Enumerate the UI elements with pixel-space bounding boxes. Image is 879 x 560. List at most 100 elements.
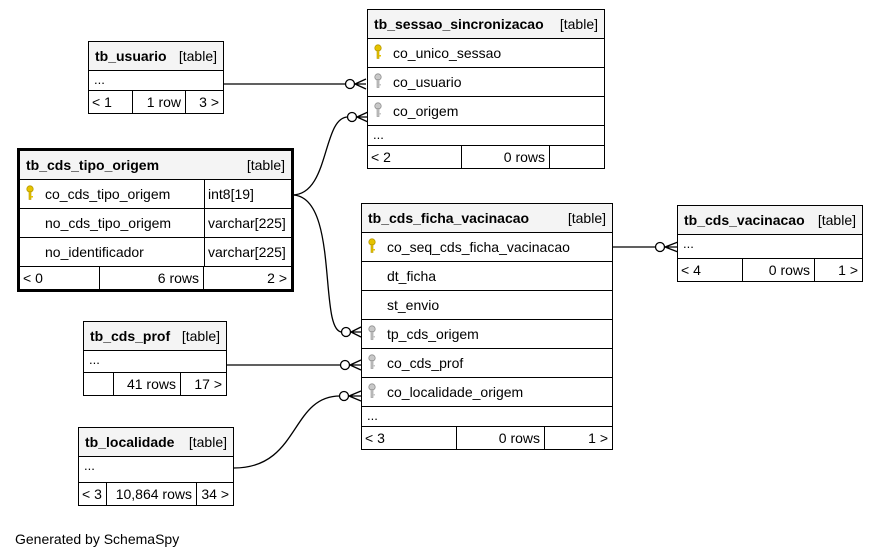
table-kind: [table] (188, 434, 227, 450)
parents-count: < 3 (79, 483, 107, 505)
parents-count: < 0 (20, 267, 100, 289)
rel-localidade-ficha (233, 395, 341, 469)
more-columns: ... (89, 71, 223, 91)
crowfoot-circle (340, 326, 352, 338)
crowfoot-marker (354, 78, 367, 90)
table-footer: < 3 10,864 rows 34 > (79, 483, 233, 505)
children-count: 2 > (267, 270, 287, 286)
generated-by-note: Generated by SchemaSpy (15, 531, 180, 547)
rel-tipo-sessao (291, 116, 349, 196)
crowfoot-circle (654, 241, 666, 253)
table-header: tb_localidade [table] (79, 428, 233, 457)
children-count: 17 > (194, 376, 222, 392)
key-gray-icon (367, 353, 387, 373)
more-columns: ... (678, 235, 862, 259)
row-count: 0 rows (743, 259, 815, 281)
row-count: 0 rows (457, 427, 545, 449)
parents-count: < 3 (362, 427, 457, 449)
table-kind: [table] (817, 212, 856, 228)
parents-count: < 4 (678, 259, 743, 281)
key-gray-icon (367, 324, 387, 344)
column-row: co_cds_tipo_origem int8[19] (20, 180, 291, 209)
column-type: int8[19] (204, 180, 291, 208)
rel-tipo-ficha (291, 194, 343, 333)
table-kind: [table] (567, 210, 606, 226)
children-count (550, 146, 604, 168)
table-kind: [table] (178, 48, 217, 64)
table-name: tb_localidade (85, 434, 175, 450)
table-kind: [table] (559, 16, 598, 32)
table-footer: < 3 0 rows 1 > (362, 427, 612, 449)
parents-count (84, 373, 114, 395)
table-name: tb_cds_prof (90, 328, 171, 344)
table-footer: < 1 1 row 3 > (89, 91, 223, 113)
column-row: tp_cds_origem (362, 320, 612, 349)
column-name: co_seq_cds_ficha_vacinacao (387, 239, 570, 255)
column-name: co_localidade_origem (387, 384, 524, 400)
row-count: 6 rows (100, 267, 204, 289)
row-count: 0 rows (462, 146, 550, 168)
column-name: co_cds_tipo_origem (45, 186, 171, 202)
crowfoot-circle (346, 111, 358, 123)
column-name: co_unico_sessao (393, 45, 502, 61)
children-count: 34 > (201, 486, 229, 502)
table-tb-cds-ficha-vacinacao[interactable]: tb_cds_ficha_vacinacao [table] co_seq_cd… (361, 203, 613, 450)
parents-count: < 1 (89, 91, 133, 113)
table-name: tb_cds_tipo_origem (26, 157, 160, 173)
crowfoot-marker (349, 359, 362, 371)
table-kind: [table] (181, 328, 220, 344)
key-gray-icon (373, 101, 393, 121)
crowfoot-marker (348, 390, 362, 402)
key-gold-icon (373, 43, 393, 63)
table-header: tb_sessao_sincronizacao [table] (368, 10, 604, 39)
column-name: no_cds_tipo_origem (45, 215, 172, 231)
table-tb-cds-tipo-origem[interactable]: tb_cds_tipo_origem [table] co_cds_tipo_o… (17, 148, 294, 292)
key-gold-icon (25, 184, 45, 204)
column-row: dt_ficha (362, 262, 612, 291)
crowfoot-marker (356, 111, 369, 123)
column-row: co_origem (368, 97, 604, 126)
row-count: 1 row (133, 91, 186, 113)
column-row: co_usuario (368, 68, 604, 97)
crowfoot-marker (664, 241, 679, 253)
table-footer: 41 rows 17 > (84, 373, 226, 395)
table-footer: < 0 6 rows 2 > (20, 267, 291, 289)
table-kind: [table] (246, 157, 285, 173)
column-name: co_usuario (393, 74, 462, 90)
table-name: tb_cds_vacinacao (684, 212, 805, 228)
column-row: co_localidade_origem (362, 378, 612, 407)
column-name: st_envio (387, 297, 440, 313)
column-type: varchar[225] (204, 238, 291, 266)
crowfoot-circle (338, 390, 350, 402)
column-name: dt_ficha (387, 268, 437, 284)
table-tb-sessao-sincronizacao[interactable]: tb_sessao_sincronizacao [table] co_unico… (367, 9, 605, 169)
table-header: tb_cds_ficha_vacinacao [table] (362, 204, 612, 233)
table-tb-cds-prof[interactable]: tb_cds_prof [table] ... 41 rows 17 > (83, 321, 227, 396)
row-count: 41 rows (114, 373, 181, 395)
column-name: no_identificador (45, 244, 144, 260)
column-row: co_cds_prof (362, 349, 612, 378)
key-gray-icon (373, 72, 393, 92)
parents-count: < 2 (368, 146, 462, 168)
table-footer: < 4 0 rows 1 > (678, 259, 862, 281)
children-count: 1 > (588, 430, 608, 446)
column-name: co_origem (393, 103, 459, 119)
more-columns: ... (362, 407, 612, 427)
table-header: tb_usuario [table] (89, 42, 223, 71)
column-name: co_cds_prof (387, 355, 464, 371)
key-gray-icon (367, 382, 387, 402)
table-tb-usuario[interactable]: tb_usuario [table] ... < 1 1 row 3 > (88, 41, 224, 114)
table-header: tb_cds_vacinacao [table] (678, 206, 862, 235)
row-count: 10,864 rows (107, 483, 197, 505)
children-count: 1 > (838, 262, 858, 278)
more-columns: ... (79, 457, 233, 483)
table-header: tb_cds_prof [table] (84, 322, 226, 351)
table-tb-cds-vacinacao[interactable]: tb_cds_vacinacao [table] ... < 4 0 rows … (677, 205, 863, 282)
key-gold-icon (367, 237, 387, 257)
table-tb-localidade[interactable]: tb_localidade [table] ... < 3 10,864 row… (78, 427, 234, 506)
column-row: co_unico_sessao (368, 39, 604, 68)
table-name: tb_sessao_sincronizacao (374, 16, 544, 32)
children-count: 3 > (199, 94, 219, 110)
